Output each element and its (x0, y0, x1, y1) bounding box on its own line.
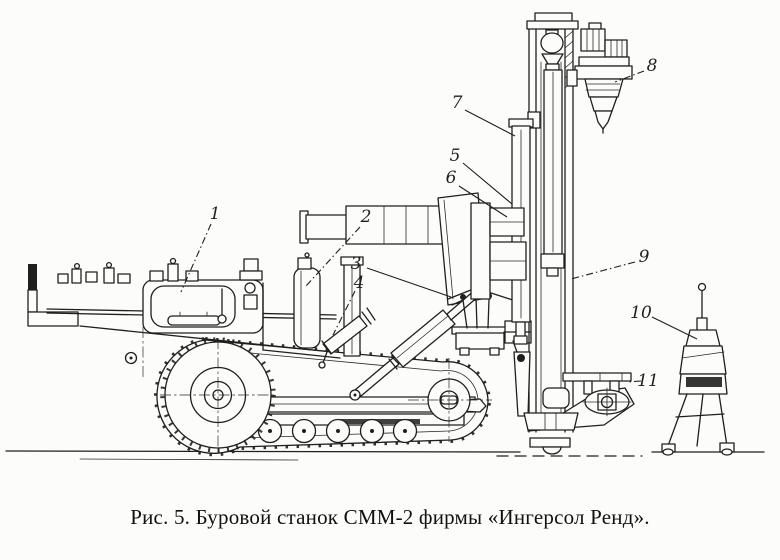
callout-label-7: 7 (452, 93, 463, 113)
tripod-stand (661, 282, 735, 456)
engine-caps (57, 261, 131, 284)
drill-bit (594, 110, 613, 130)
boom-positioner (299, 192, 532, 401)
foot-plate (529, 437, 571, 448)
leader-line-9 (570, 261, 636, 280)
air-receiver-tank (293, 252, 321, 349)
idler-wheel (160, 337, 276, 453)
engine (57, 257, 341, 359)
swivel (589, 96, 618, 112)
inner-feed-tube (540, 69, 565, 277)
callout-label-5: 5 (450, 146, 461, 166)
callout-label-2: 2 (360, 207, 372, 227)
rod-knob (697, 282, 707, 292)
mast-foot (512, 340, 635, 455)
road-wheels (257, 418, 418, 444)
callout-label-9: 9 (639, 247, 650, 267)
leader-line-11 (626, 380, 642, 383)
leader-line-4 (332, 290, 356, 336)
leader-line-1 (180, 223, 212, 293)
crawler-track (153, 336, 492, 457)
muffler (239, 258, 263, 310)
ground-line (5, 450, 765, 461)
callout-label-10: 10 (630, 303, 652, 323)
clamp-arm-table (562, 372, 632, 382)
tilt-cylinder (318, 307, 376, 369)
tank-body (679, 345, 727, 375)
callout-label-4: 4 (353, 273, 365, 293)
leader-line-5 (462, 162, 513, 205)
leader-line-6 (458, 185, 508, 218)
pipe-clamp-boss (582, 387, 632, 417)
callout-label-6: 6 (446, 168, 457, 188)
leader-line-2 (305, 226, 361, 287)
mast (470, 12, 635, 455)
rotary-drill-head (566, 22, 633, 134)
drive-sprocket (408, 358, 492, 442)
callout-label-8: 8 (647, 56, 658, 76)
leader-line-8 (614, 70, 645, 83)
crown-sheave (540, 29, 564, 71)
mast-carriage-clamp (470, 202, 527, 300)
callout-label-11: 11 (637, 371, 659, 391)
callout-label-1: 1 (210, 204, 221, 224)
boom-tube (305, 214, 349, 240)
leader-line-7 (464, 109, 516, 137)
figure-caption: Рис. 5. Буровой станок СММ-2 фирмы «Инге… (130, 505, 650, 529)
leader-line-3 (366, 267, 452, 298)
leader-line-10 (651, 316, 698, 340)
callout-label-3: 3 (351, 254, 362, 274)
